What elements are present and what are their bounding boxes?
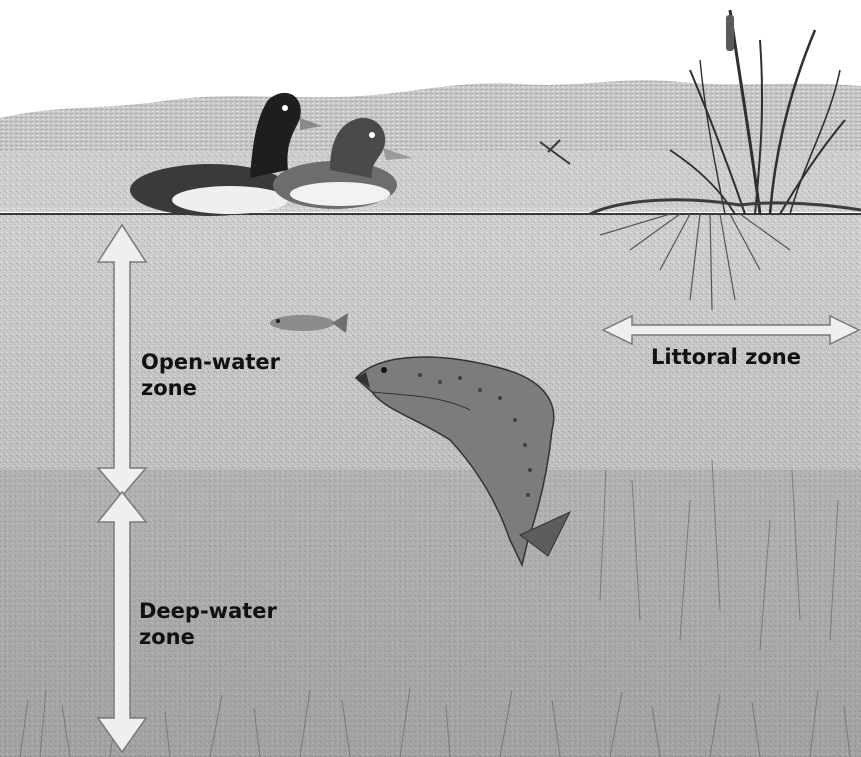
deep-water-zone-label-line-1: Deep-water [139,598,277,624]
open-water-zone-label-line-1: Open-water [141,349,280,375]
open-water-zone-label: Open-water zone [141,349,280,401]
deep-water-zone-label-line-2: zone [139,624,277,650]
deep-water-zone-label: Deep-water zone [139,598,277,650]
open-water-zone-label-line-2: zone [141,375,280,401]
littoral-zone-label: Littoral zone [651,344,801,370]
